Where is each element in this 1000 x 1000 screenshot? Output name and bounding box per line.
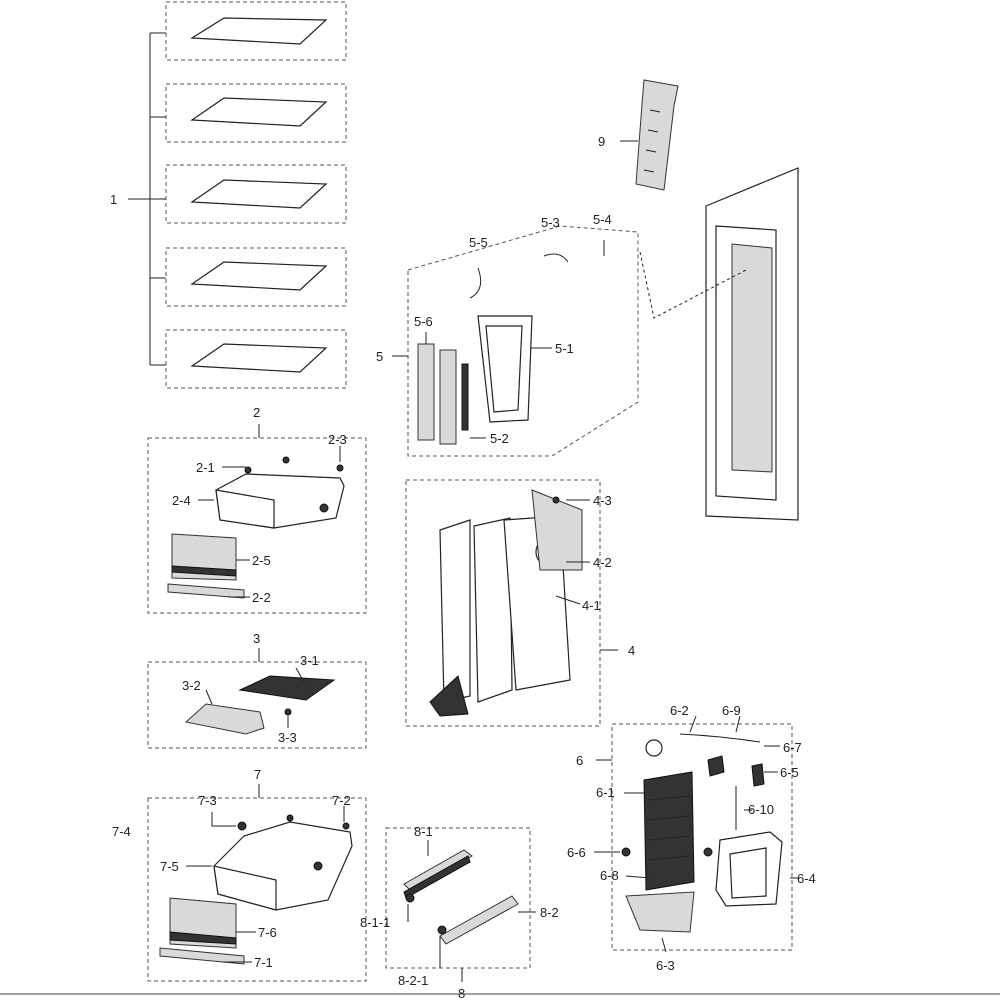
label-6: 6 [576, 753, 583, 768]
label-2-5: 2-5 [252, 553, 271, 568]
label-5-5: 5-5 [469, 235, 488, 250]
label-5-1: 5-1 [555, 341, 574, 356]
label-1: 1 [110, 192, 117, 207]
label-2: 2 [253, 405, 260, 420]
label-6-1: 6-1 [596, 785, 615, 800]
label-6-8: 6-8 [600, 868, 619, 883]
group-9-cover: 9 [598, 79, 679, 191]
label-6-9: 6-9 [722, 703, 741, 718]
label-8-1-1: 8-1-1 [360, 915, 390, 930]
label-6-6: 6-6 [567, 845, 586, 860]
label-7: 7 [254, 767, 261, 782]
label-5-6: 5-6 [414, 314, 433, 329]
group-6-evaporator-case: 6-2 6-9 6-7 6 6-5 6-1 6-10 6-6 6-8 6-4 6… [567, 703, 816, 973]
group-1-shelves: 1 [110, 1, 347, 389]
label-5-2: 5-2 [490, 431, 509, 446]
label-9: 9 [598, 134, 605, 149]
label-5-4: 5-4 [593, 212, 612, 227]
label-8: 8 [458, 986, 465, 1000]
label-8-2-1: 8-2-1 [398, 973, 428, 988]
label-3: 3 [253, 631, 260, 646]
label-7-3: 7-3 [198, 793, 217, 808]
cabinet [639, 167, 799, 521]
label-6-5: 6-5 [780, 765, 799, 780]
label-3-1: 3-1 [300, 653, 319, 668]
label-6-2: 6-2 [670, 703, 689, 718]
label-2-3: 2-3 [328, 432, 347, 447]
group-2-drawer: 2 2-1 2-3 2-4 2-5 2-2 [147, 405, 367, 614]
label-7-6: 7-6 [258, 925, 277, 940]
label-5-3: 5-3 [541, 215, 560, 230]
label-7-2: 7-2 [332, 793, 351, 808]
label-6-3: 6-3 [656, 958, 675, 973]
label-4-3: 4-3 [593, 493, 612, 508]
group-8-rails: 8-1 8-1-1 8-2 8-2-1 8 [360, 824, 559, 1000]
label-6-4: 6-4 [797, 871, 816, 886]
label-5: 5 [376, 349, 383, 364]
label-7-5: 7-5 [160, 859, 179, 874]
label-7-1: 7-1 [254, 955, 273, 970]
label-6-7: 6-7 [783, 740, 802, 755]
label-8-1: 8-1 [414, 824, 433, 839]
label-4-1: 4-1 [582, 598, 601, 613]
label-2-4: 2-4 [172, 493, 191, 508]
group-3-tray: 3 3-1 3-2 3-3 [147, 631, 367, 749]
label-3-3: 3-3 [278, 730, 297, 745]
label-2-1: 2-1 [196, 460, 215, 475]
label-3-2: 3-2 [182, 678, 201, 693]
label-8-2: 8-2 [540, 905, 559, 920]
label-4: 4 [628, 643, 635, 658]
label-2-2: 2-2 [252, 590, 271, 605]
shelf-frame [190, 17, 328, 373]
label-7-4: 7-4 [112, 824, 131, 839]
group-5-duct: 5-3 5-4 5-5 5-6 5 5-1 5-2 [376, 212, 639, 457]
label-6-10: 6-10 [748, 802, 774, 817]
group-4-evaporator: 4-3 4-2 4-1 4 [405, 479, 635, 727]
group-7-drawer: 7 7-3 7-2 7-4 7-5 7-6 7-1 [112, 767, 367, 982]
label-4-2: 4-2 [593, 555, 612, 570]
